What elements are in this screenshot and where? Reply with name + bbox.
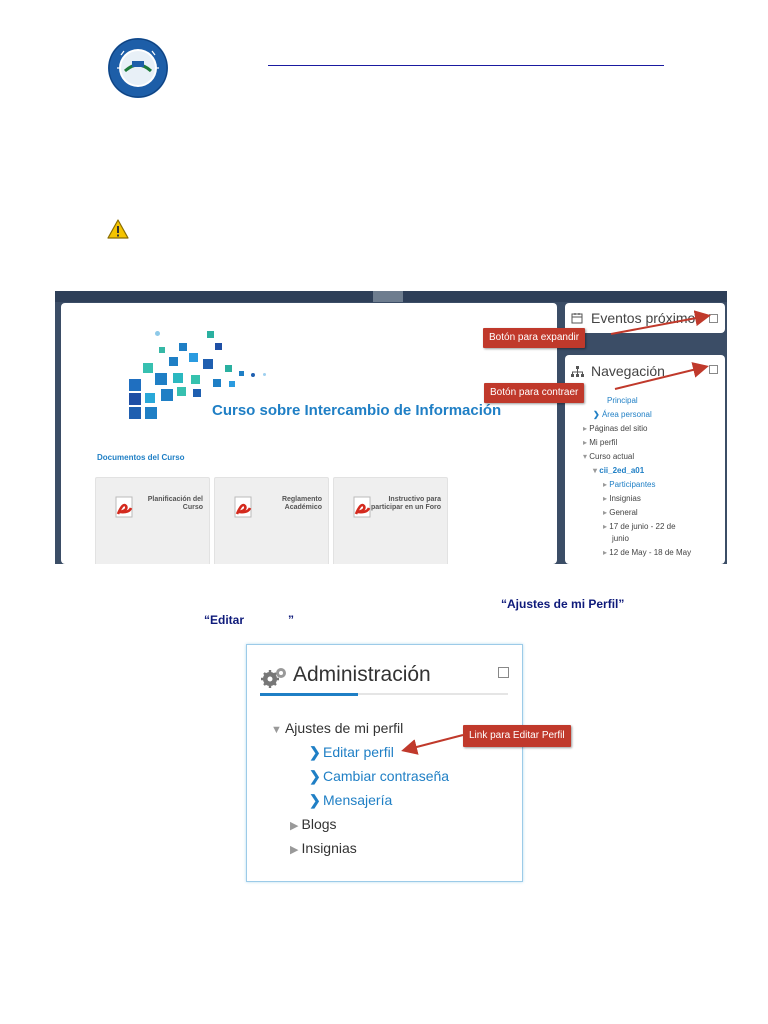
nav-week-2[interactable]: ▸ 12 de May - 18 de May [603, 548, 692, 557]
chevron-right-icon: ❯ [309, 792, 321, 808]
caret-right-icon: ▶ [290, 844, 302, 856]
caret-right-icon: ▸ [603, 548, 610, 557]
mosaic-tile [215, 343, 222, 350]
navegacion-title: Navegación [591, 363, 665, 379]
nav-mi-perfil[interactable]: ▸ Mi perfil [583, 438, 618, 447]
contract-toggle-icon[interactable] [709, 365, 718, 374]
ciat-logo [108, 38, 168, 98]
warning-icon [107, 219, 129, 239]
nav-course-code[interactable]: ▾ cii_2ed_a01 [593, 466, 645, 475]
nav-general[interactable]: ▸ General [603, 508, 638, 517]
mosaic-tile [229, 381, 235, 387]
caret-down-icon: ▾ [583, 452, 590, 461]
editar-close-quote: ” [288, 613, 294, 627]
mosaic-tile [239, 371, 244, 376]
course-mosaic-graphic [129, 331, 266, 419]
caret-right-icon: ▸ [603, 494, 610, 503]
header-ornament [373, 291, 403, 302]
nav-participantes[interactable]: ▸ Participantes [603, 480, 656, 489]
mosaic-tile [145, 407, 157, 419]
chevron-right-icon: ❯ [309, 744, 321, 760]
collapse-toggle-icon[interactable] [498, 667, 509, 678]
calendar-icon [571, 313, 583, 324]
annotation-arrow [401, 734, 464, 755]
pdf-icon [115, 496, 133, 518]
mosaic-tile [189, 353, 198, 362]
annotation-arrows [610, 310, 711, 390]
doc-card-reglamento[interactable]: Reglamento Académico [214, 477, 329, 564]
nav-paginas-sitio[interactable]: ▸ Páginas del sitio [583, 424, 648, 433]
mosaic-tile [159, 347, 165, 353]
doc-title: Reglamento Académico [281, 496, 322, 511]
mosaic-tile [129, 407, 141, 419]
mosaic-tile [161, 389, 173, 401]
title-underline [260, 693, 508, 696]
mosaic-tile [169, 357, 178, 366]
course-title: Curso sobre Intercambio de Información [212, 402, 502, 419]
item-blogs[interactable]: ▶ Blogs [290, 816, 337, 832]
administracion-screenshot: Administración ▼ Ajustes de mi perfil ❯E… [246, 644, 571, 882]
arrow-expand [610, 310, 711, 335]
mosaic-tile [193, 389, 201, 397]
sitemap-icon [571, 366, 584, 377]
mosaic-tile [179, 343, 187, 351]
caret-right-icon: ▸ [603, 480, 610, 489]
callout-editar-perfil: Link para Editar Perfil [463, 725, 571, 747]
mosaic-tile [155, 373, 167, 385]
mosaic-tile [203, 359, 213, 369]
header-rule [268, 65, 664, 66]
caret-right-icon: ▸ [583, 438, 590, 447]
doc-card-planificacion[interactable]: Planificación del Curso [95, 477, 210, 564]
caret-right-icon: ▶ [290, 820, 302, 832]
item-insignias[interactable]: ▶ Insignias [290, 840, 357, 856]
mosaic-tile [213, 379, 221, 387]
admin-title: Administración [293, 663, 431, 686]
nav-insignias[interactable]: ▸ Insignias [603, 494, 641, 503]
editar-label: “Editar [204, 613, 245, 627]
course-page-screenshot: Curso sobre Intercambio de Información D… [55, 291, 727, 564]
caret-right-icon: ▸ [603, 508, 610, 517]
mosaic-tile [251, 373, 255, 377]
mosaic-tile [177, 387, 186, 396]
chevron-right-icon: ❯ [593, 410, 602, 419]
item-ajustes-perfil[interactable]: ▼ Ajustes de mi perfil [271, 720, 404, 736]
navegacion-block: Navegación Principal ❯ Área personal ▸ P… [565, 355, 725, 564]
chevron-right-icon: ❯ [309, 768, 321, 784]
callout-contract: Botón para contraer [484, 383, 585, 403]
nav-curso-actual[interactable]: ▾ Curso actual [583, 452, 635, 461]
mosaic-tile [225, 365, 232, 372]
arrow-contract [614, 362, 709, 390]
mosaic-tile [129, 379, 141, 391]
nav-area-personal[interactable]: ❯ Área personal [593, 410, 652, 419]
link-cambiar-contrasena[interactable]: ❯Cambiar contraseña [309, 768, 450, 784]
mosaic-tile [145, 393, 155, 403]
caret-down-icon: ▼ [271, 724, 285, 736]
mosaic-tile [129, 393, 141, 405]
callout-expand: Botón para expandir [483, 328, 586, 348]
mosaic-tile [155, 331, 160, 336]
caret-right-icon: ▸ [583, 424, 590, 433]
doc-title: Instructivo para participar en un Foro [371, 496, 442, 511]
caret-right-icon: ▸ [603, 522, 610, 531]
doc-card-instructivo[interactable]: Instructivo para participar en un Foro [333, 477, 448, 564]
pdf-icon [353, 496, 371, 518]
mosaic-tile [207, 331, 214, 338]
mosaic-tile [143, 363, 153, 373]
gears-icon [261, 668, 286, 688]
ajustes-label: “Ajustes de mi Perfil” [501, 597, 625, 611]
mosaic-tile [173, 373, 183, 383]
nav-week-1-cont: junio [612, 534, 629, 543]
mosaic-tile [191, 375, 200, 384]
link-editar-perfil[interactable]: ❯Editar perfil [309, 744, 394, 760]
link-mensajeria[interactable]: ❯Mensajería [309, 792, 393, 808]
nav-week-1[interactable]: ▸ 17 de junio - 22 de [603, 522, 676, 531]
course-main-panel: Curso sobre Intercambio de Información D… [61, 303, 557, 564]
pdf-icon [234, 496, 252, 518]
caret-down-icon: ▾ [593, 466, 600, 475]
mosaic-tile [263, 373, 266, 376]
docs-section-label: Documentos del Curso [97, 453, 185, 462]
doc-title: Planificación del Curso [147, 496, 203, 511]
nav-principal[interactable]: Principal [607, 396, 638, 405]
